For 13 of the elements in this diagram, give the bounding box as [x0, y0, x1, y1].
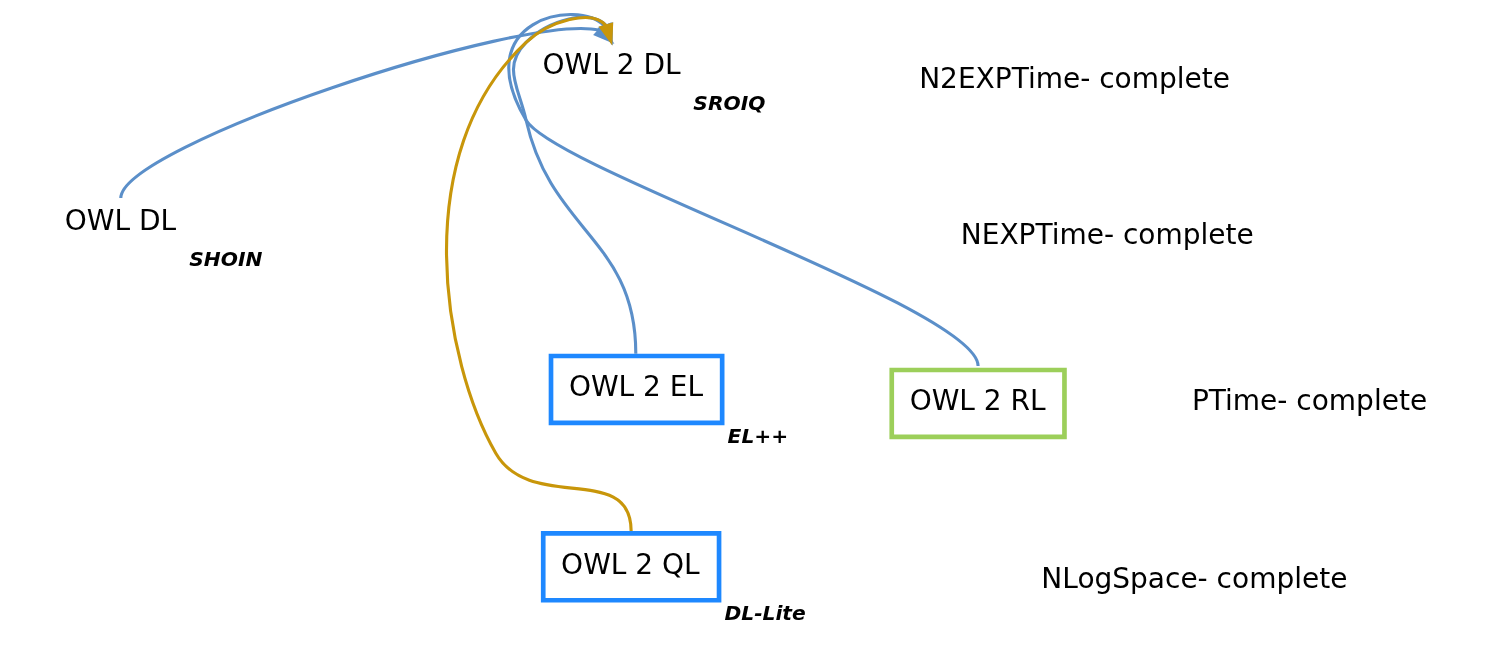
label: N2EXPTime- complete: [918, 62, 1230, 96]
node-label: DL-Lite: [723, 601, 806, 626]
node-text: OWL DL: [64, 203, 176, 237]
node-box: OWL 2 QL: [540, 531, 721, 603]
node-box: OWL 2 RL: [888, 367, 1067, 440]
node-text: OWL 2 DL: [541, 48, 681, 82]
label: NEXPTime- complete: [960, 217, 1254, 251]
label: PTime- complete: [1191, 384, 1427, 418]
node-label: SROIQ: [692, 90, 765, 115]
label: NLogSpace- complete: [1040, 561, 1347, 595]
node-label: SHOIN: [188, 246, 262, 271]
node-label: EL++: [727, 423, 788, 448]
node-box: OWL 2 EL: [548, 353, 724, 426]
